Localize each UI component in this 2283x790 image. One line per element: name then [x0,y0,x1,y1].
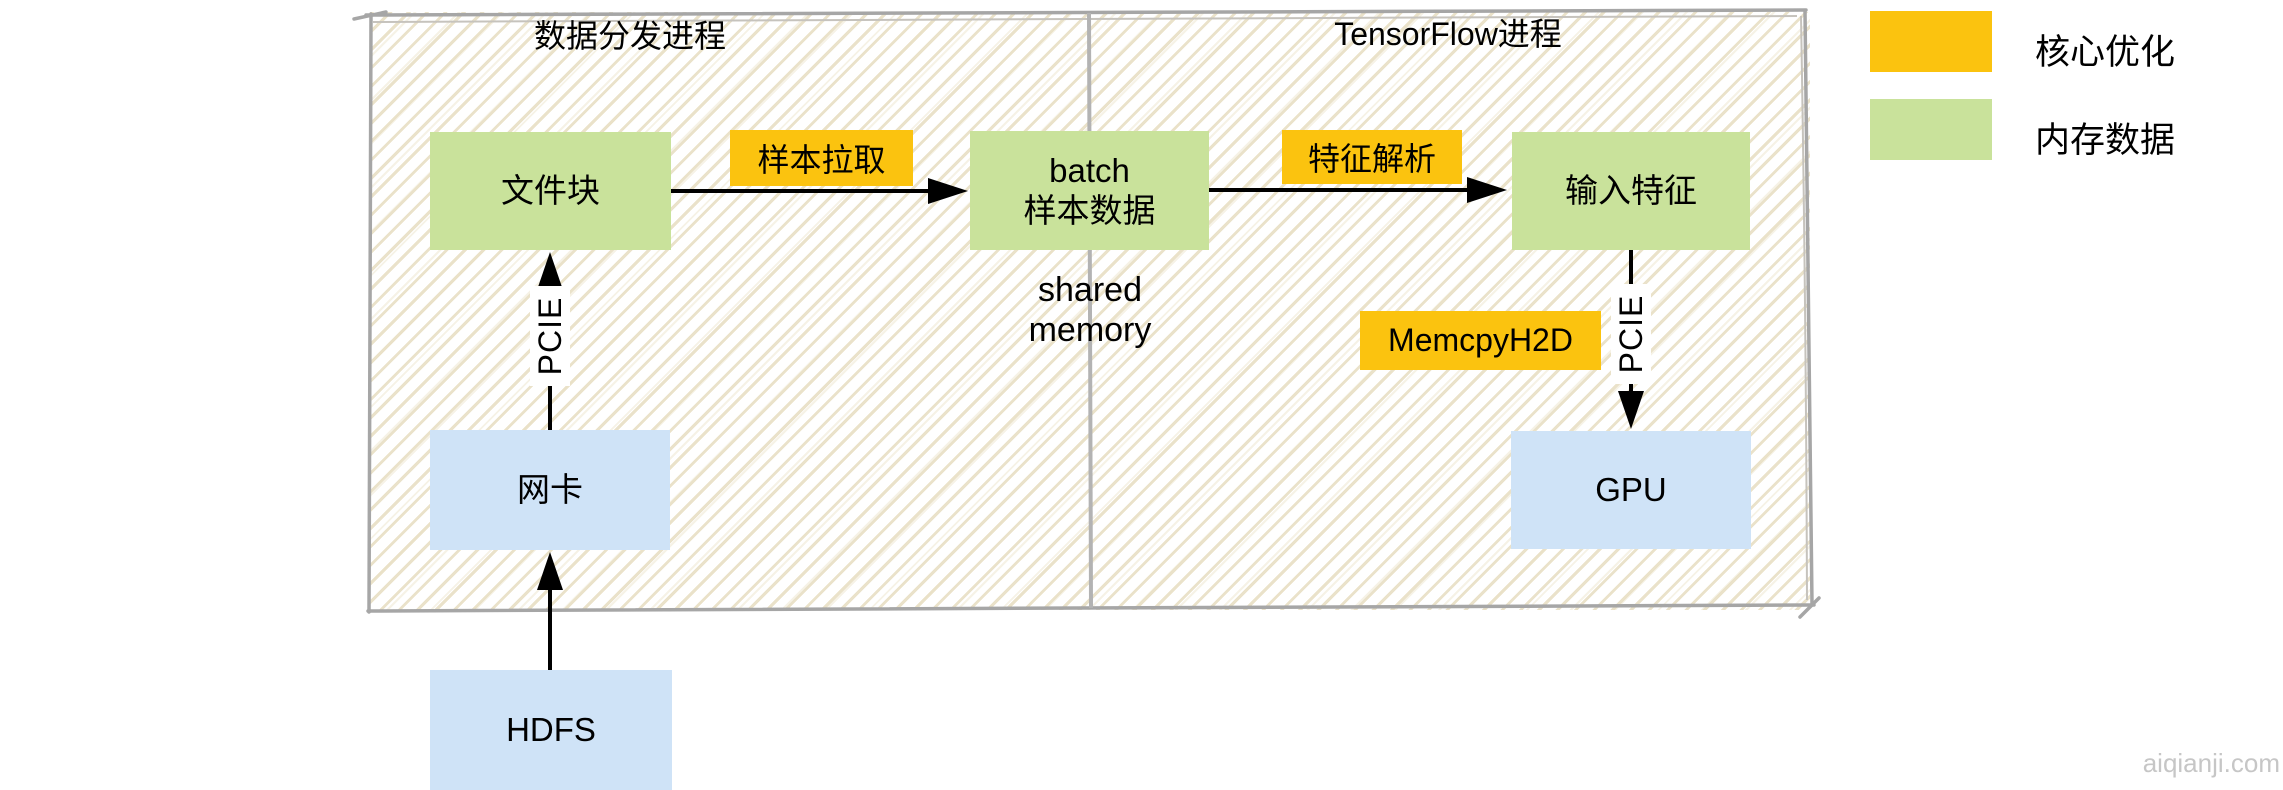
arrowheads [537,177,1644,590]
node-gpu: GPU [1511,431,1751,549]
node-gpu-label: GPU [1595,471,1667,508]
arrowhead-right-icon [928,178,968,204]
node-hdfs: HDFS [430,670,672,790]
edge-label-sample-pull: 样本拉取 [730,130,913,186]
node-file-block-label: 文件块 [501,172,600,209]
node-batch-label-line2: 样本数据 [1023,191,1156,229]
node-input-features-label: 输入特征 [1565,172,1697,209]
edge-label-feature-parse: 特征解析 [1282,130,1462,184]
edge-label-pcie-left: PCIE [530,286,570,386]
shared-memory-annotation: shared memory [940,270,1240,350]
node-hdfs-label: HDFS [506,711,596,748]
arrowhead-right-icon [1467,177,1507,203]
panel-title-data-distribution: 数据分发进程 [533,18,726,54]
arrowhead-up-icon [537,252,563,290]
edge-label-memcpy-h2d: MemcpyH2D [1360,311,1601,370]
node-input-features: 输入特征 [1512,132,1750,250]
node-nic-label: 网卡 [517,471,583,508]
panel-title-tensorflow: TensorFlow进程 [1334,16,1562,52]
arrowhead-down-icon [1618,391,1644,429]
shared-memory-line1: shared [1038,271,1142,309]
legend-label-core-optimization: 核心优化 [2035,33,2176,72]
node-batch-label-line1: batch [1049,151,1130,189]
node-nic: 网卡 [430,430,670,550]
panel-frame-sketch-stroke [372,15,1808,601]
shared-memory-line2: memory [1028,311,1152,349]
arrowhead-up-icon [537,552,563,590]
legend-label-memory-data: 内存数据 [2035,121,2176,160]
legend-swatch-memory-data [1870,99,1992,160]
node-batch-label: batch 样本数据 [1024,151,1156,231]
node-batch-sample-data: batch 样本数据 [970,131,1209,250]
legend-swatch-core-optimization [1870,11,1992,72]
edge-label-pcie-right: PCIE [1611,284,1651,384]
process-divider-line [1087,12,1093,609]
node-file-block: 文件块 [430,132,671,250]
watermark: aiqianji.com [2142,748,2280,778]
